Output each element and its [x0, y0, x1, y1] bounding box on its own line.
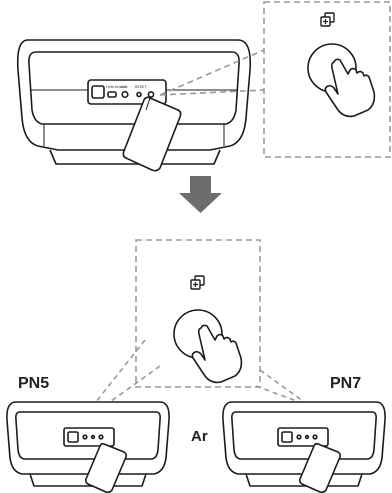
port-label-hybrid: Hybrid-Link — [106, 85, 127, 89]
label-pn5: PN5 — [18, 375, 49, 392]
plus-in-squares-icon — [190, 275, 205, 290]
port-label-aux: AUX — [120, 85, 128, 89]
hand-pointer-icon — [324, 58, 376, 118]
zoom-box-top — [263, 1, 391, 158]
bottom-left-speaker — [6, 401, 170, 493]
plus-in-squares-icon — [320, 12, 335, 27]
port-label-reset: RESET — [135, 85, 147, 89]
label-pn7: PN7 — [330, 375, 361, 392]
zoom-box-middle — [135, 239, 261, 388]
bottom-right-speaker — [222, 401, 386, 493]
hand-pointer-icon — [191, 324, 243, 384]
zoom-connectors-top — [159, 49, 265, 96]
top-panel-text: Hybrid-Link AUX RESET — [106, 85, 147, 89]
label-ar: Ar — [191, 428, 208, 445]
arrow-down-icon — [179, 176, 222, 213]
top-speaker — [16, 39, 252, 172]
